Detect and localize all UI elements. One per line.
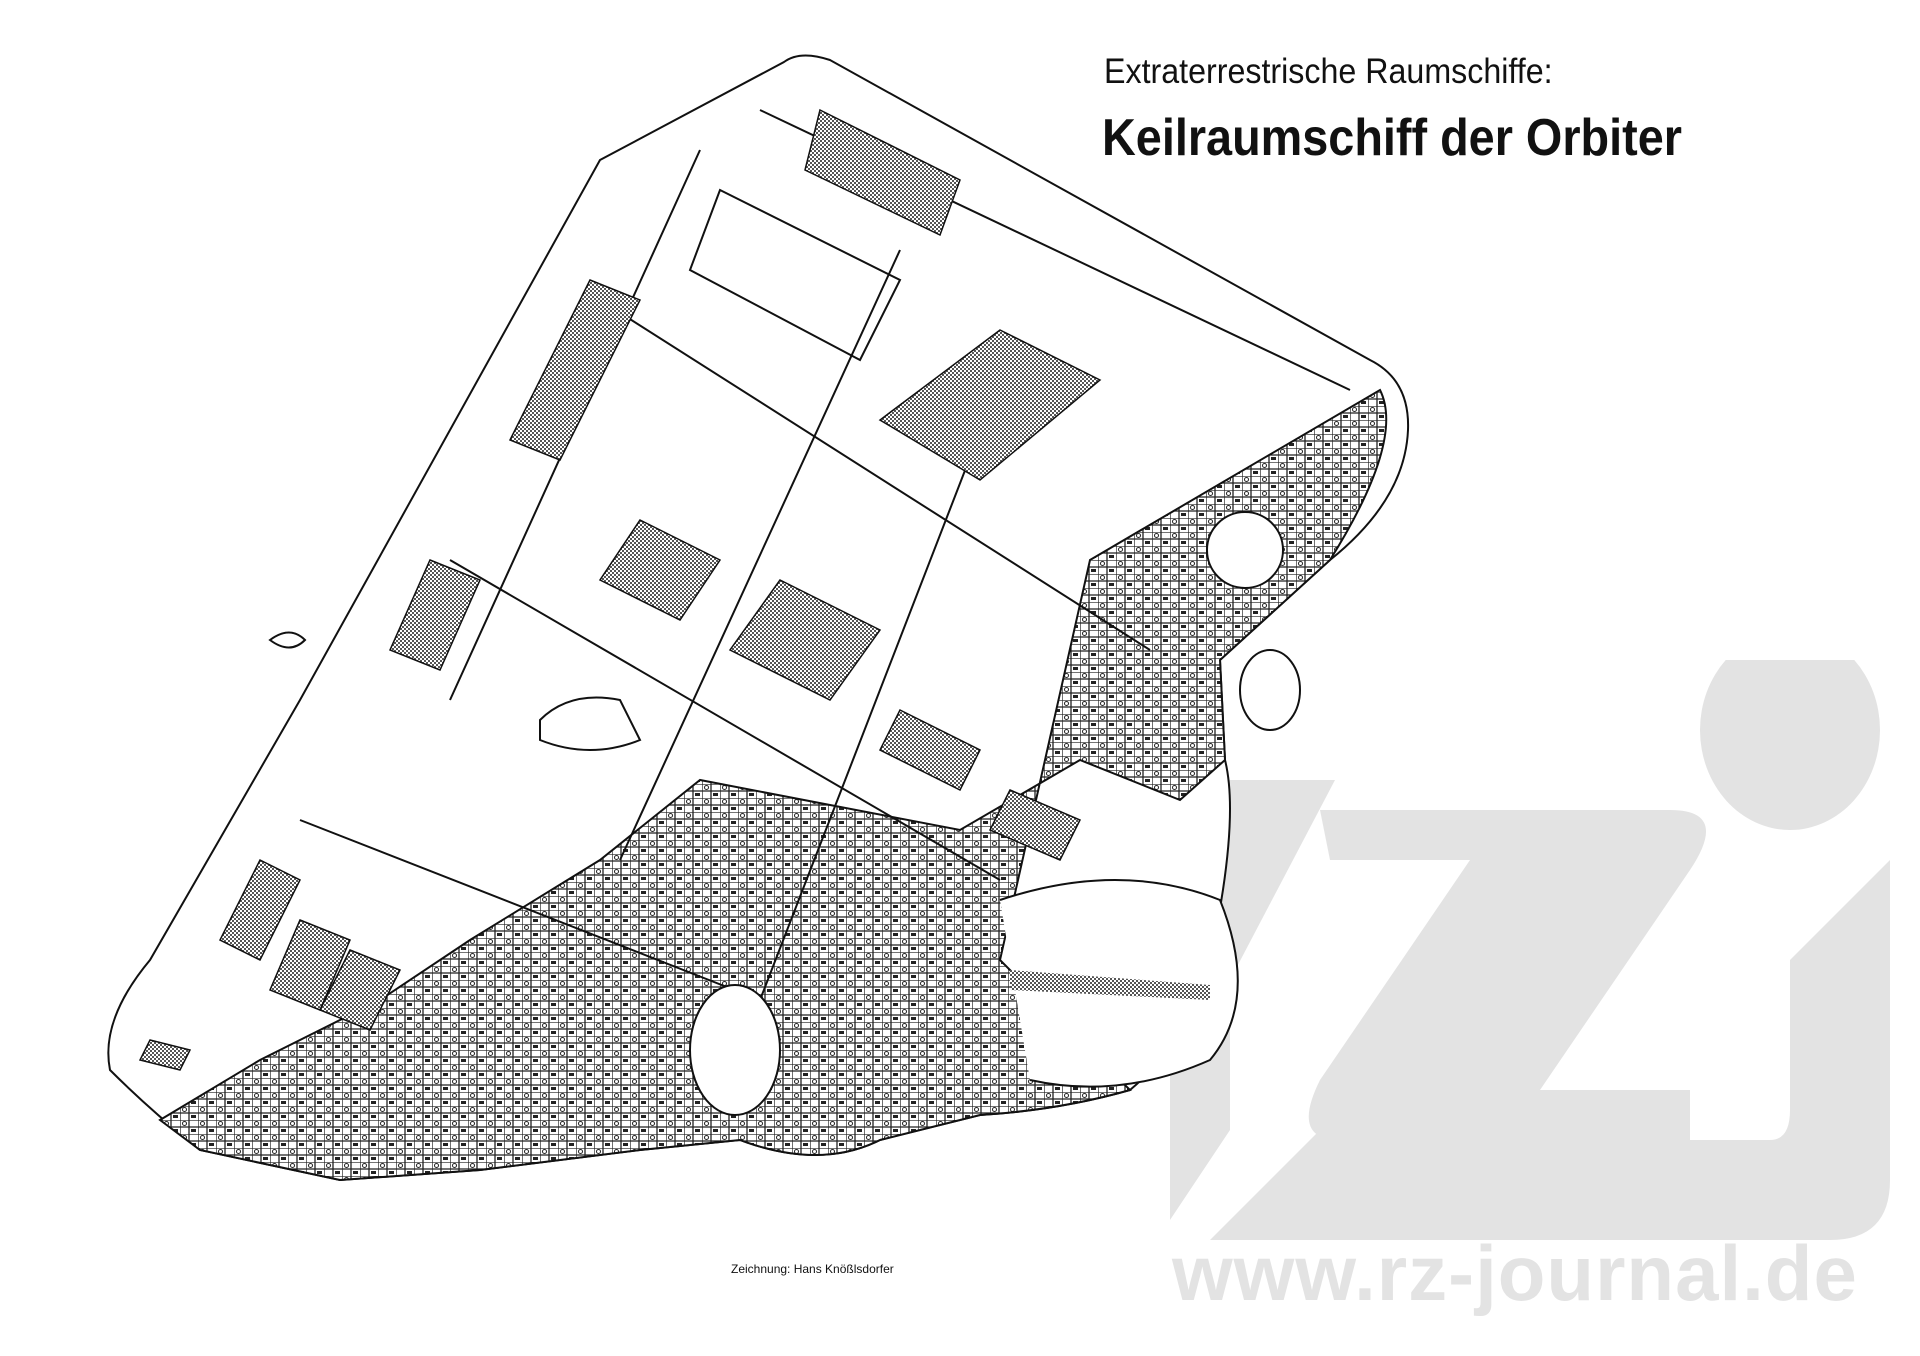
drawing-credit: Zeichnung: Hans Knößlsdorfer	[731, 1262, 894, 1276]
page-title: Keilraumschiff der Orbiter	[1102, 109, 1682, 167]
page-subtitle: Extraterrestrische Raumschiffe:	[1104, 52, 1553, 91]
watermark-url: www.rz-journal.de	[1172, 1229, 1858, 1317]
